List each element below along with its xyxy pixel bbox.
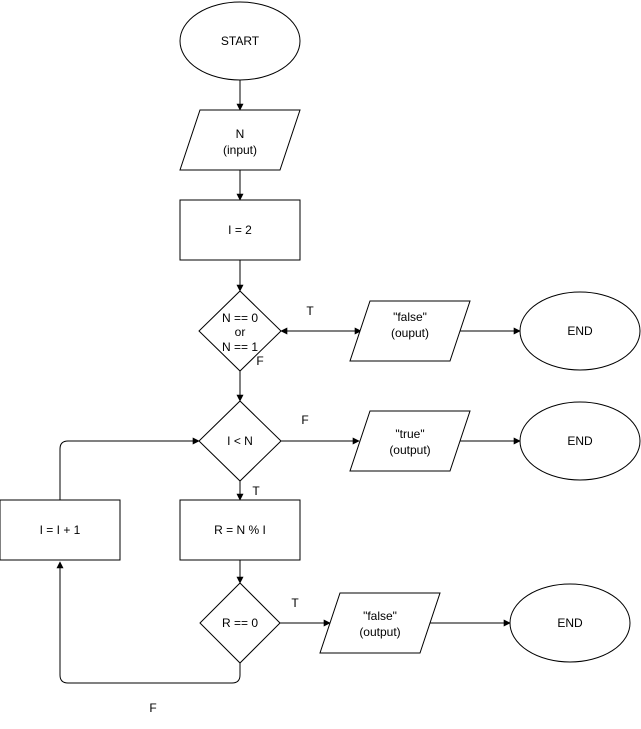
loop-condition-label: I < N (227, 434, 253, 448)
output-true-label-line1: "true" (395, 427, 424, 441)
check1-decision (198, 290, 282, 372)
init-label: I = 2 (228, 223, 252, 237)
edge-label-check1-false: F (256, 354, 263, 368)
increment-label: I = I + 1 (40, 523, 81, 537)
edge-label-loop-false: F (301, 413, 308, 427)
mod-node (179, 499, 301, 561)
check2-decision (199, 582, 281, 664)
end3-terminal (509, 583, 631, 663)
output-true-label-line2: (output) (389, 443, 430, 457)
init-node (179, 199, 301, 261)
output-true-node (349, 410, 471, 472)
end1-terminal (519, 291, 641, 371)
edge-inc-to-loop (59, 437, 200, 500)
output-false1-label-line2: (ouput) (391, 326, 429, 340)
output-false2-label-line2: (output) (359, 625, 400, 639)
check1-label-line2: or (235, 325, 246, 339)
start-label: START (221, 34, 260, 48)
edge-label-check2-false: F (149, 701, 156, 715)
edge-check2-false (56, 561, 241, 684)
output-false2-label-line1: "false" (363, 609, 397, 623)
input-label-line2: (input) (223, 143, 257, 157)
mod-label: R = N % I (214, 523, 266, 537)
start-terminal (179, 1, 301, 81)
check2-label: R == 0 (222, 616, 258, 630)
input-node (179, 109, 301, 171)
loop-condition-decision (198, 400, 282, 482)
output-false1-node (349, 300, 471, 362)
end1-label: END (567, 324, 593, 338)
edge-label-check1-true: T (306, 304, 314, 318)
edge-label-check2-true: T (291, 596, 299, 610)
edge-label-loop-true: T (252, 484, 260, 498)
end2-terminal (519, 401, 641, 481)
end3-label: END (557, 616, 583, 630)
end2-label: END (567, 434, 593, 448)
check1-label-line1: N == 0 (222, 311, 258, 325)
increment-node (0, 499, 121, 561)
check1-label-line3: N == 1 (222, 340, 258, 354)
output-false2-node (319, 592, 441, 654)
output-false1-label-line1: "false" (393, 310, 427, 324)
input-label-line1: N (236, 127, 245, 141)
